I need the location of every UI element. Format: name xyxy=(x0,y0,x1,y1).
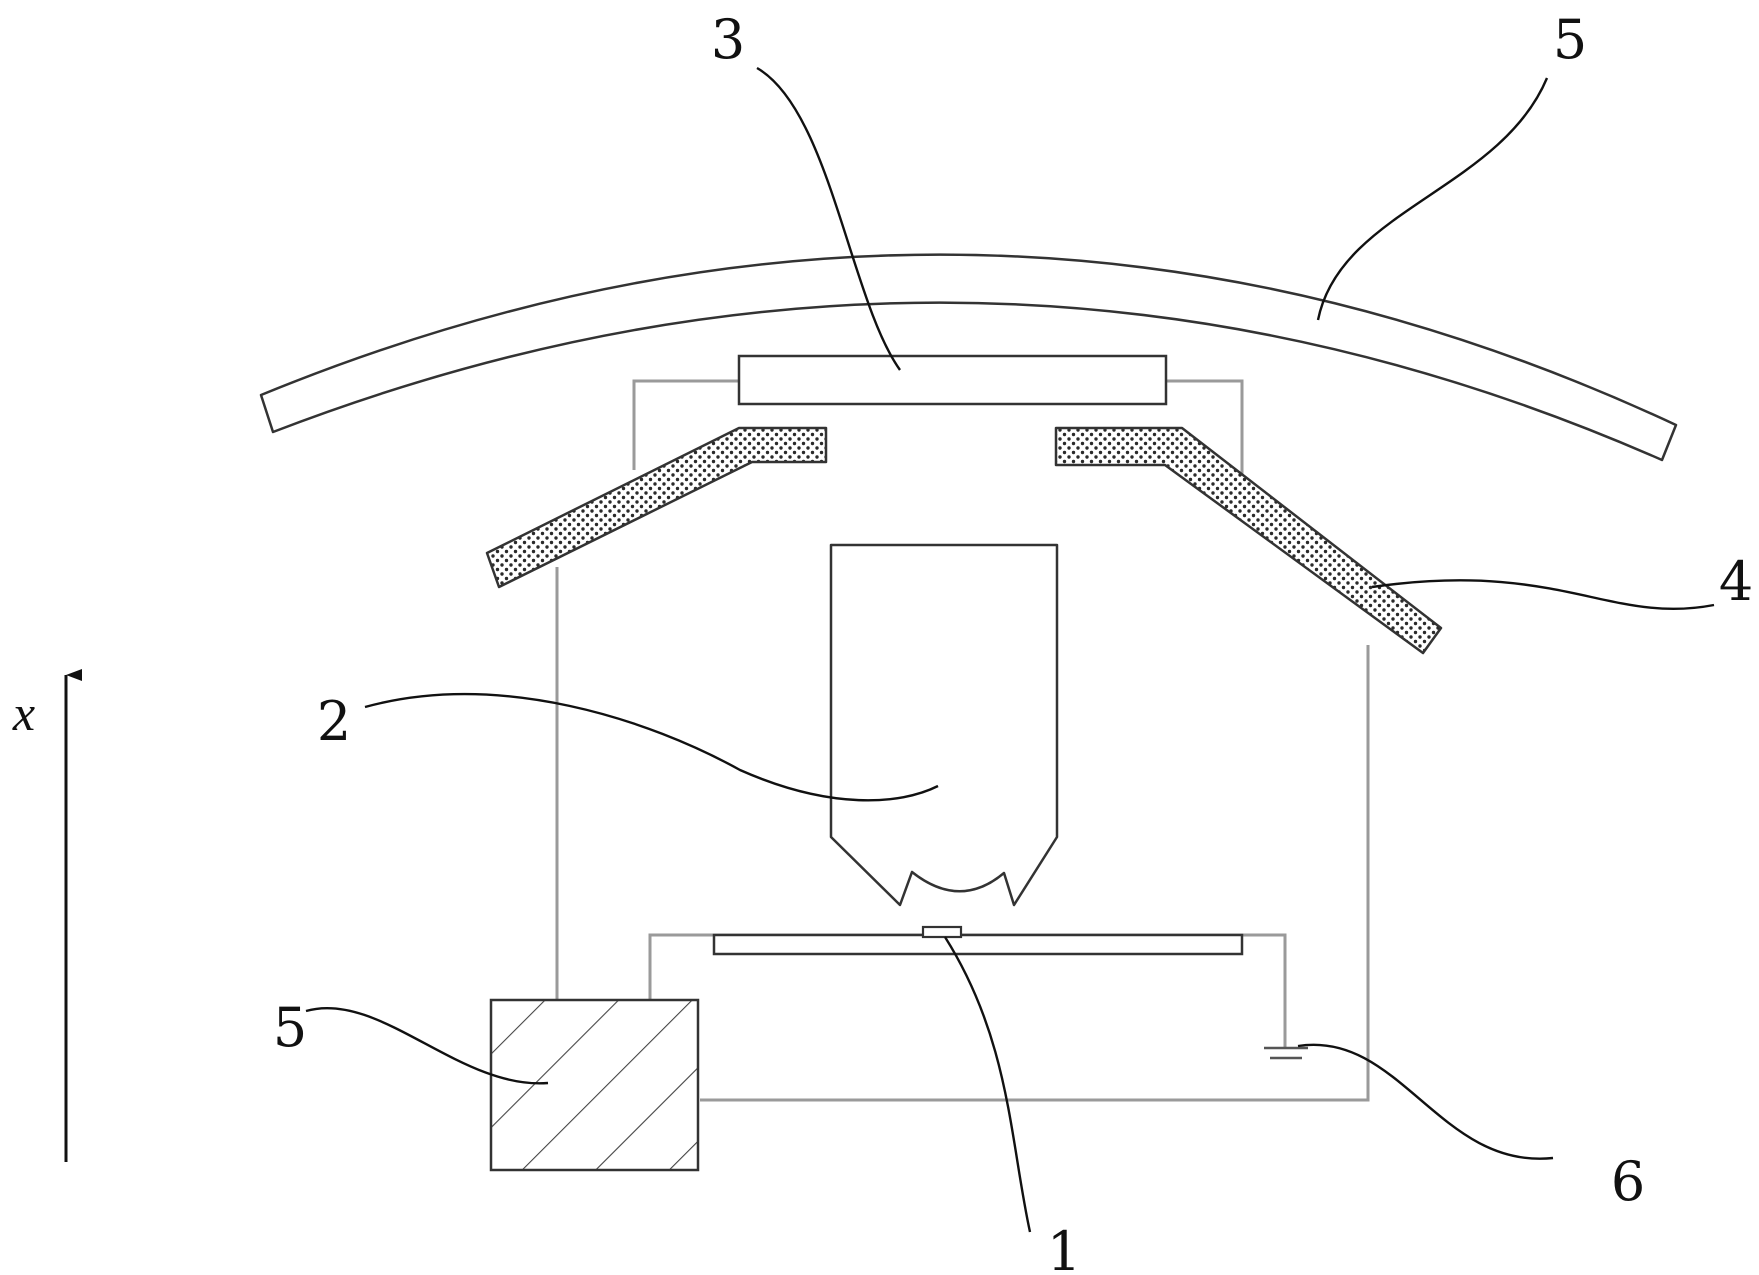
ground-symbol xyxy=(1264,1046,1308,1060)
label-4: 4 xyxy=(1719,550,1753,613)
label-1: 1 xyxy=(1047,1220,1081,1275)
leader-3 xyxy=(756,66,901,371)
wire-right-loop xyxy=(700,645,1370,1102)
top-plate xyxy=(737,354,1168,406)
reflector-left xyxy=(485,426,828,589)
leader-4 xyxy=(1371,579,1715,611)
hatched-box xyxy=(489,998,700,1172)
label-3: 3 xyxy=(711,8,745,71)
label-5-left: 5 xyxy=(273,996,307,1059)
leader-5-top xyxy=(1316,77,1549,321)
leader-5-left xyxy=(305,1006,549,1085)
small-chip xyxy=(921,925,963,939)
label-6: 6 xyxy=(1611,1150,1645,1213)
reflector-right xyxy=(1054,426,1443,655)
axis-label-x: x xyxy=(12,685,35,741)
vertical-body xyxy=(829,543,1059,907)
label-5-top: 5 xyxy=(1553,8,1587,71)
leader-lines xyxy=(305,66,1715,1233)
base-plate xyxy=(712,933,1244,956)
leader-2 xyxy=(364,692,939,802)
leader-1 xyxy=(943,936,1032,1233)
label-2: 2 xyxy=(317,690,351,753)
leader-6 xyxy=(1297,1043,1554,1160)
